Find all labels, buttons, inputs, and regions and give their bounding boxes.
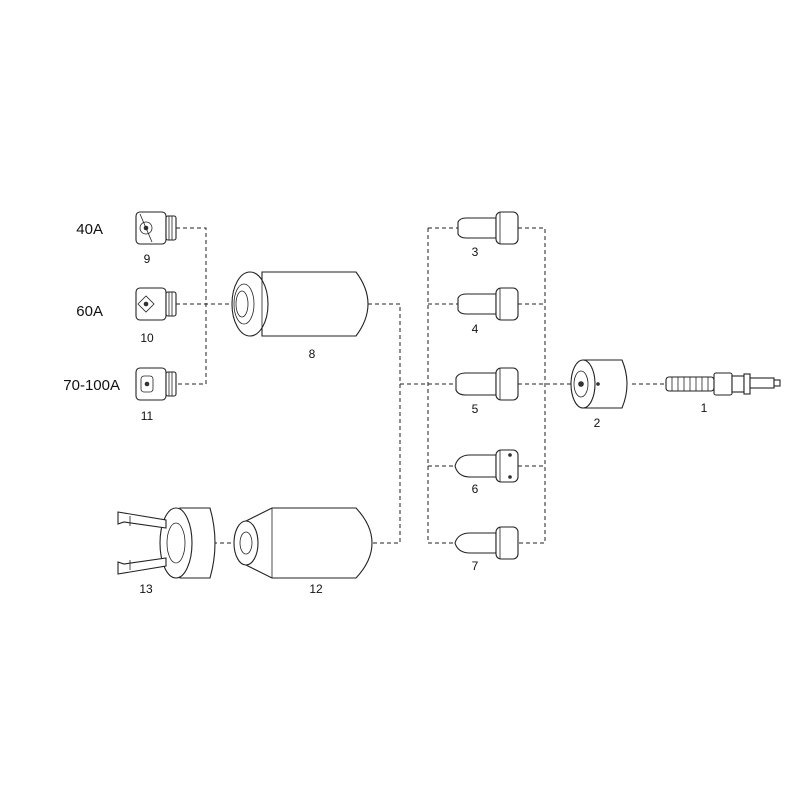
part-1-torch-pin bbox=[665, 372, 781, 396]
part-9-nozzle bbox=[135, 211, 177, 245]
label-part-11: 11 bbox=[141, 409, 154, 423]
part-4-electrode bbox=[457, 287, 519, 321]
label-part-13: 13 bbox=[139, 582, 153, 596]
part-12-shield-cup bbox=[233, 507, 373, 579]
label-part-4: 4 bbox=[472, 322, 479, 336]
label-part-12: 12 bbox=[309, 582, 323, 596]
part-3-electrode bbox=[457, 211, 519, 245]
part-7-electrode bbox=[454, 526, 519, 560]
label-part-8: 8 bbox=[309, 347, 316, 361]
connector-lines bbox=[176, 227, 664, 544]
label-part-2: 2 bbox=[594, 416, 601, 430]
part-8-retaining-cap bbox=[231, 271, 369, 337]
label-part-3: 3 bbox=[472, 245, 479, 259]
label-part-6: 6 bbox=[472, 482, 479, 496]
label-part-1: 1 bbox=[701, 401, 708, 415]
part-6-electrode bbox=[454, 449, 519, 483]
label-part-9: 9 bbox=[144, 252, 151, 266]
part-13-standoff-guide bbox=[117, 507, 216, 579]
label-60a: 60A bbox=[76, 303, 103, 320]
part-10-nozzle bbox=[135, 287, 177, 321]
label-40a: 40A bbox=[76, 221, 103, 238]
label-part-5: 5 bbox=[472, 402, 479, 416]
label-70-100a: 70-100A bbox=[63, 377, 120, 394]
part-11-nozzle bbox=[135, 367, 177, 401]
part-2-swirl-ring bbox=[570, 359, 628, 409]
part-5-electrode bbox=[455, 367, 519, 401]
label-part-10: 10 bbox=[140, 331, 154, 345]
label-part-7: 7 bbox=[472, 559, 479, 573]
